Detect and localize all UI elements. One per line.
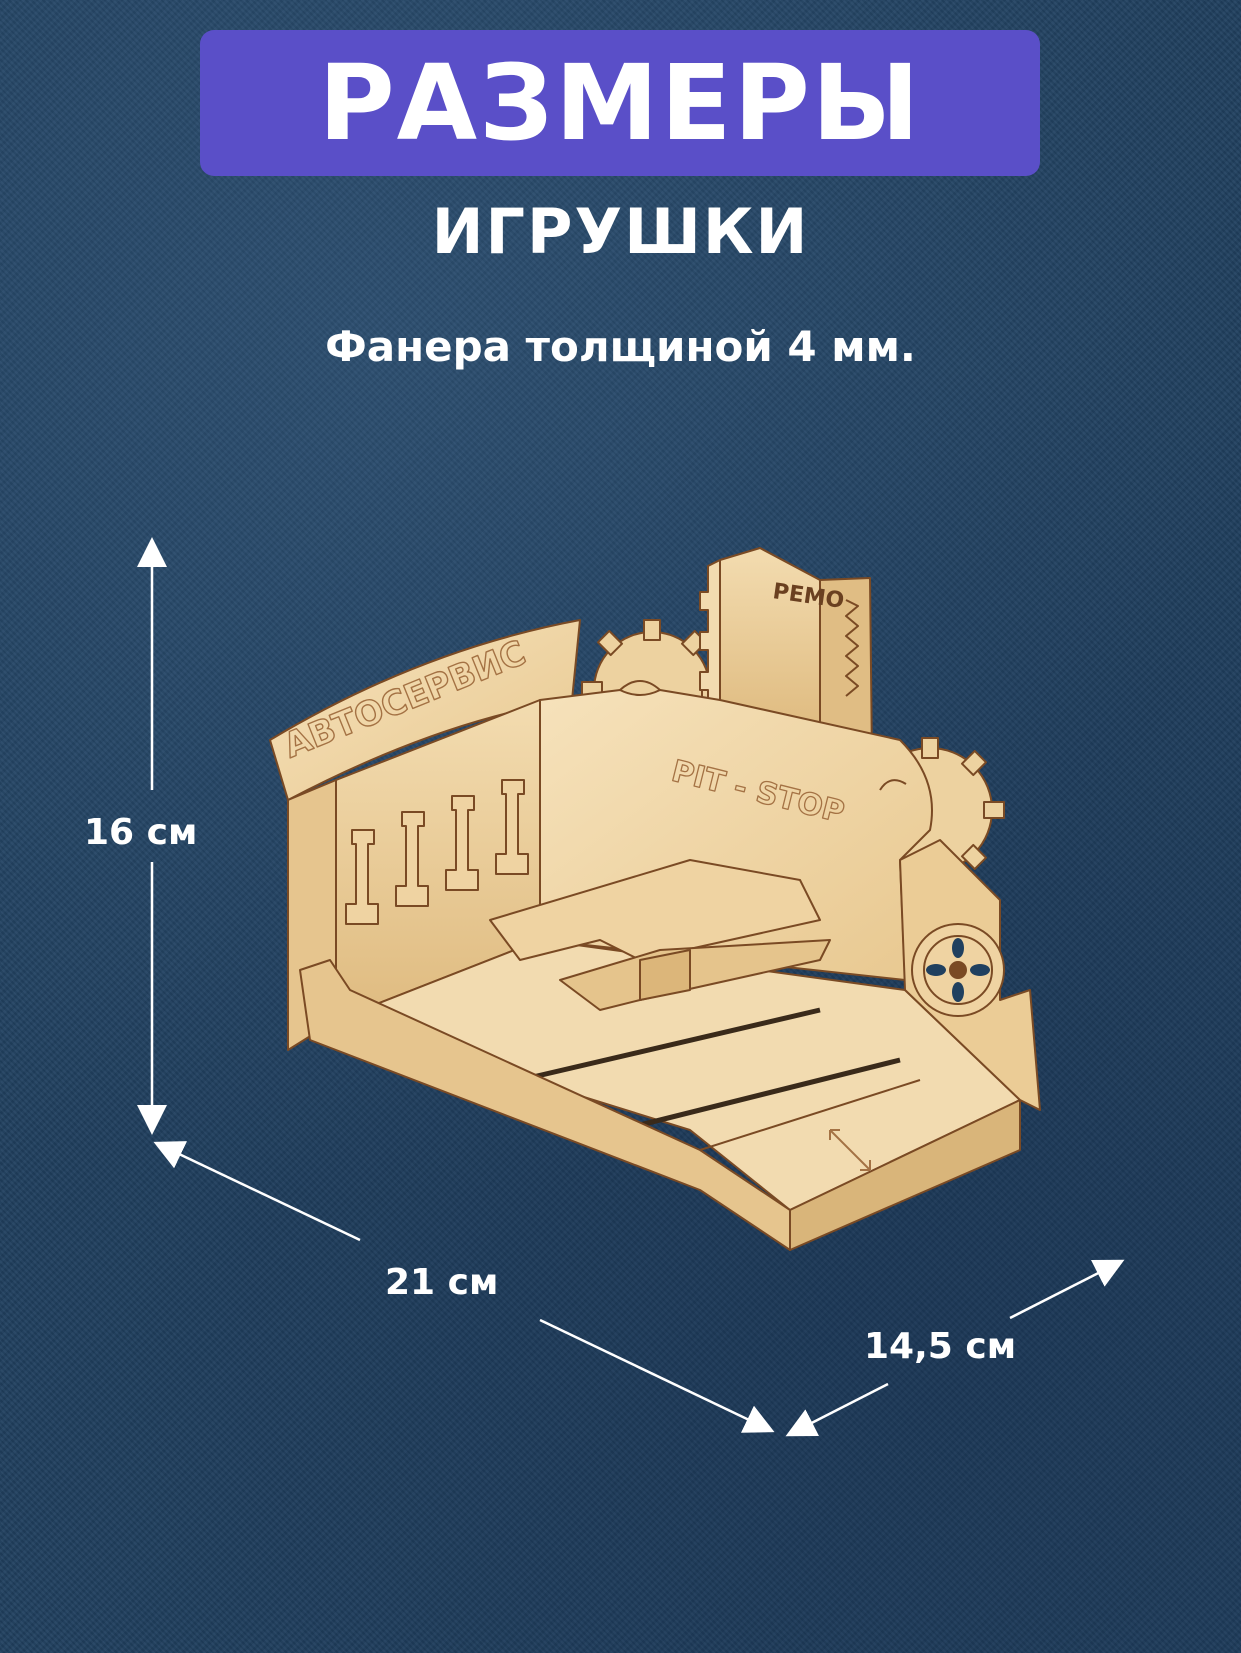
wrench-icons (345, 779, 529, 925)
subtitle: ИГРУШКИ (431, 195, 810, 268)
length-label: 21 см (385, 1262, 499, 1303)
banner-title: РАЗМЕРЫ (318, 42, 922, 164)
wooden-garage-toy: РЕМО АВТОСЕРВИС PIT - STOP (269, 547, 1041, 1251)
depth-label: 14,5 см (864, 1326, 1017, 1367)
depth-arrow (785, 1259, 1125, 1437)
length-arrow (153, 1141, 775, 1433)
wheel-icon (911, 923, 1005, 1017)
title-banner: РАЗМЕРЫ (200, 30, 1040, 176)
lift-tower: РЕМО (699, 547, 873, 761)
height-label: 16 см (84, 812, 198, 853)
lift-arms (489, 859, 831, 1011)
material-note: Фанера толщиной 4 мм. (325, 322, 916, 371)
